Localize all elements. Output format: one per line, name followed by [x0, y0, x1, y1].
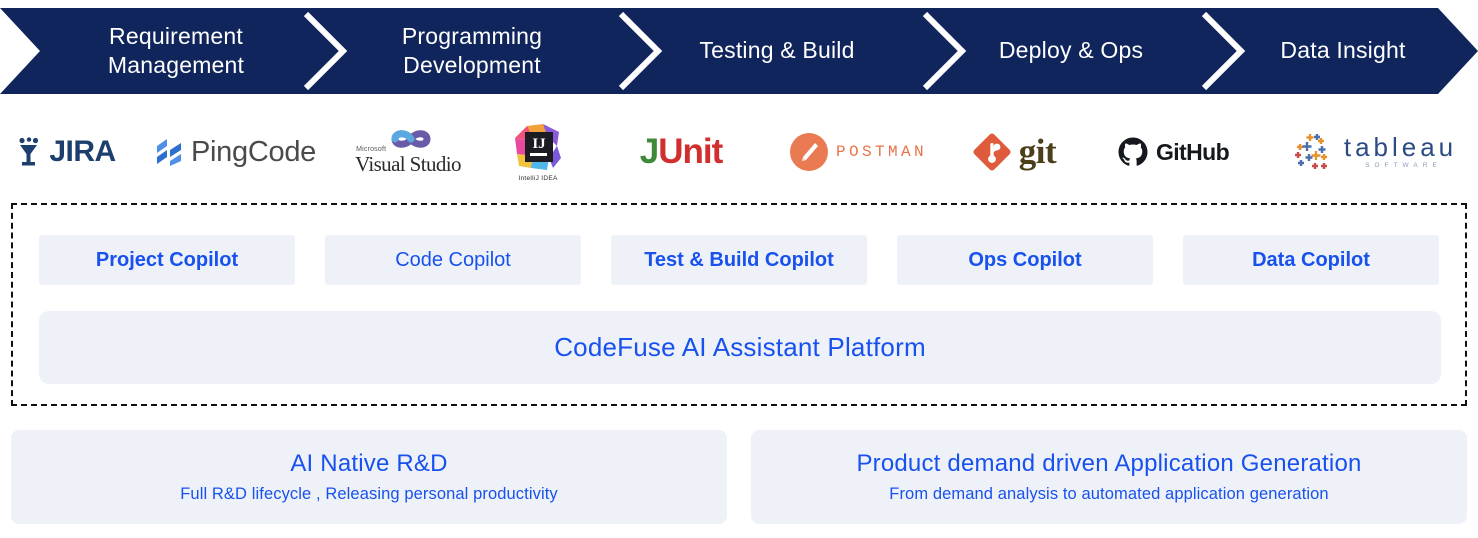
junit-unit-letters: Unit — [658, 132, 723, 171]
git-icon — [973, 133, 1011, 171]
tableau-icon — [1294, 134, 1327, 169]
stage-deploy-ops[interactable]: Deploy & Ops — [998, 37, 1144, 64]
logo-junit[interactable]: JUnit — [610, 108, 752, 196]
copilot-code[interactable]: Code Copilot — [325, 235, 581, 285]
copilot-data[interactable]: Data Copilot — [1183, 235, 1439, 285]
logo-tableau[interactable]: tableau SOFTWARE — [1270, 108, 1478, 196]
stage-programming-development[interactable]: Programming Development — [401, 22, 543, 78]
tableau-software-label: SOFTWARE — [1365, 162, 1442, 170]
card-product-demand-driven[interactable]: Product demand driven Application Genera… — [751, 430, 1467, 524]
pingcode-wordmark: PingCode — [191, 135, 316, 168]
copilot-test-build[interactable]: Test & Build Copilot — [611, 235, 867, 285]
visual-studio-wordmark: Visual Studio — [355, 152, 461, 176]
github-icon — [1118, 137, 1148, 166]
card-ai-native-rnd-title: AI Native R&D — [290, 450, 448, 477]
tool-logo-strip: JIRA PingCode Microsoft Visual Studio — [0, 108, 1478, 196]
postman-wordmark: POSTMAN — [835, 143, 927, 161]
logo-jira[interactable]: JIRA — [0, 108, 132, 196]
logo-github[interactable]: GitHub — [1100, 108, 1246, 196]
copilot-project[interactable]: Project Copilot — [39, 235, 295, 285]
banner-shape — [0, 8, 1478, 94]
logo-intellij-idea[interactable]: IJ IntelliJ IDEA — [498, 108, 578, 196]
svg-text:IJ: IJ — [532, 136, 546, 152]
logo-git[interactable]: git — [950, 108, 1078, 196]
junit-wordmark: JUnit — [639, 132, 724, 172]
logo-pingcode[interactable]: PingCode — [140, 108, 330, 196]
copilot-row: Project Copilot Code Copilot Test & Buil… — [13, 205, 1469, 293]
value-proposition-row: AI Native R&D Full R&D lifecycle , Relea… — [11, 430, 1467, 524]
card-product-demand-driven-title: Product demand driven Application Genera… — [856, 450, 1362, 477]
jira-icon — [19, 137, 39, 166]
card-ai-native-rnd[interactable]: AI Native R&D Full R&D lifecycle , Relea… — [11, 430, 727, 524]
codefuse-platform-bar[interactable]: CodeFuse AI Assistant Platform — [39, 311, 1441, 384]
intellij-idea-caption: IntelliJ IDEA — [518, 175, 558, 182]
stage-data-insight[interactable]: Data Insight — [1280, 37, 1406, 64]
card-ai-native-rnd-subtitle: Full R&D lifecycle , Releasing personal … — [180, 485, 558, 503]
copilot-ops[interactable]: Ops Copilot — [897, 235, 1153, 285]
git-wordmark: git — [1018, 132, 1057, 171]
logo-visual-studio[interactable]: Microsoft Visual Studio — [338, 108, 478, 196]
visual-studio-infinity-icon — [391, 130, 431, 148]
card-product-demand-driven-subtitle: From demand analysis to automated applic… — [889, 485, 1329, 503]
pipeline-stage-banner: Requirement Management Programming Devel… — [0, 8, 1478, 94]
postman-icon — [789, 133, 828, 171]
logo-postman[interactable]: POSTMAN — [786, 108, 930, 196]
junit-j-letter: J — [639, 132, 659, 171]
stage-requirement-management[interactable]: Requirement Management — [107, 22, 245, 78]
codefuse-platform-group: Project Copilot Code Copilot Test & Buil… — [11, 203, 1467, 406]
tableau-wordmark: tableau — [1343, 132, 1458, 163]
pingcode-icon — [157, 139, 181, 166]
github-wordmark: GitHub — [1155, 138, 1230, 165]
visual-studio-microsoft-label: Microsoft — [356, 146, 387, 153]
intellij-idea-icon: IJ — [515, 124, 561, 170]
stage-testing-build[interactable]: Testing & Build — [699, 37, 855, 64]
jira-wordmark: JIRA — [49, 135, 116, 168]
